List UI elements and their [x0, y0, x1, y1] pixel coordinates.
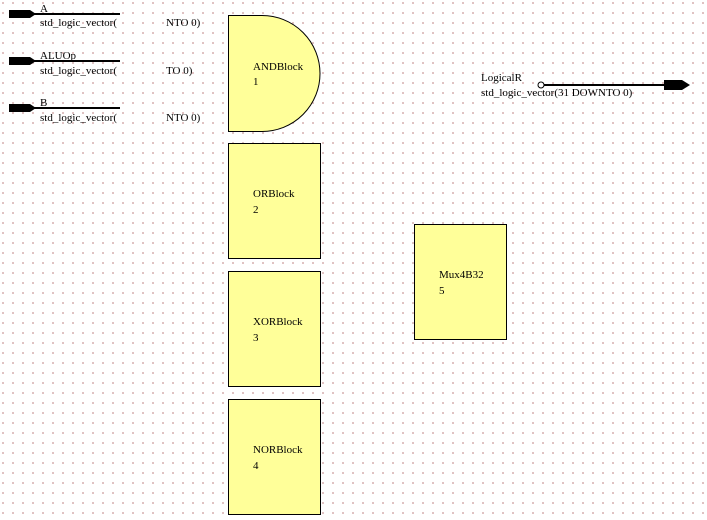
xor-block-id: 3	[253, 332, 259, 344]
port-logicalr-type: std_logic_vector(31 DOWNTO 0)	[481, 87, 633, 99]
port-b-icon[interactable]	[9, 104, 120, 112]
xor-block-name: XORBlock	[253, 316, 303, 328]
mux-block[interactable]: Mux4B32 5	[414, 224, 507, 340]
port-logicalr-name: LogicalR	[481, 72, 522, 84]
nor-block[interactable]: NORBlock 4	[228, 399, 321, 515]
port-b-type: std_logic_vector(	[40, 112, 117, 124]
xor-block[interactable]: XORBlock 3	[228, 271, 321, 387]
mux-block-name: Mux4B32	[439, 269, 484, 281]
or-block-name: ORBlock	[253, 188, 295, 200]
or-block-id: 2	[253, 204, 259, 216]
port-aluop-icon[interactable]	[9, 57, 120, 65]
nor-block-id: 4	[253, 460, 259, 472]
nor-block-name: NORBlock	[253, 444, 303, 456]
port-a-type-suffix: NTO 0)	[166, 17, 201, 29]
port-aluop-type-suffix: TO 0)	[166, 65, 193, 77]
port-b-type-suffix: NTO 0)	[166, 112, 201, 124]
port-b-name: B	[40, 97, 48, 109]
port-aluop-type: std_logic_vector(	[40, 65, 117, 77]
mux-block-id: 5	[439, 285, 445, 297]
port-a-icon[interactable]	[9, 10, 120, 18]
and-block-name: ANDBlock	[253, 61, 304, 73]
port-aluop-name: ALUOp	[40, 50, 77, 62]
port-a-name: A	[40, 3, 48, 15]
and-block-shape[interactable]	[228, 15, 321, 132]
and-block-id: 1	[253, 76, 259, 88]
or-block[interactable]: ORBlock 2	[228, 143, 321, 259]
port-a-type: std_logic_vector(	[40, 17, 117, 29]
port-logicalr-icon[interactable]	[537, 80, 690, 90]
